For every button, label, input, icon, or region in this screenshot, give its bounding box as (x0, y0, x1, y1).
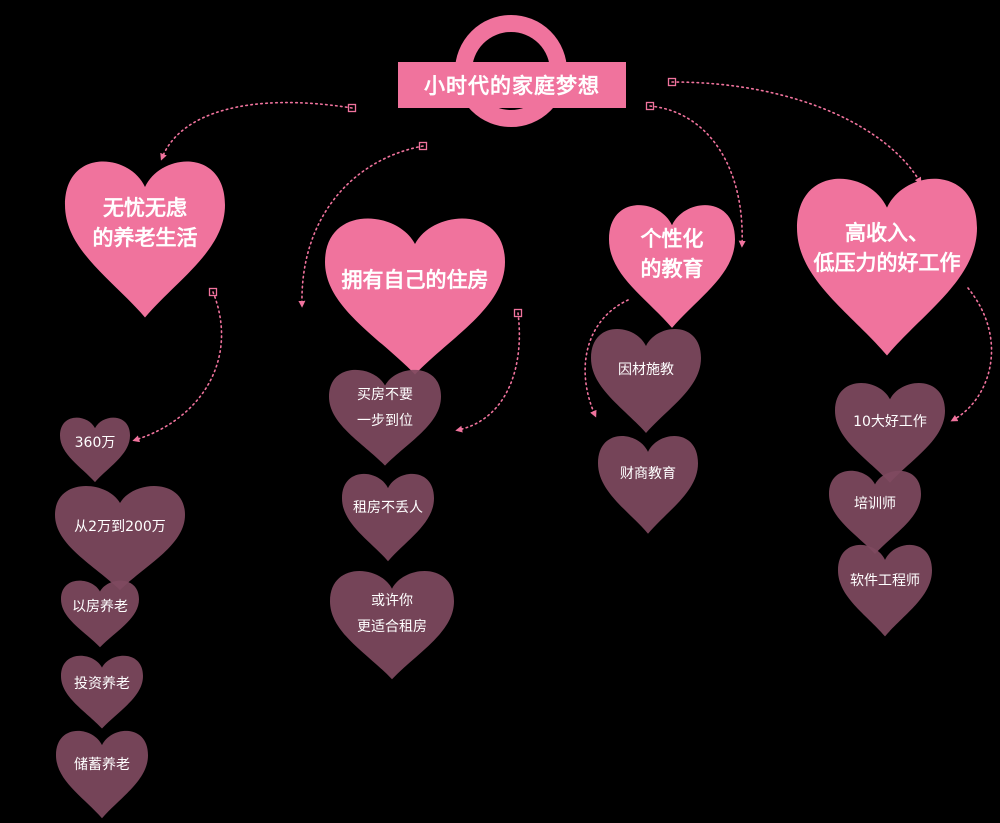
branch-heart-career (797, 178, 977, 356)
item-heart-career-3 (838, 544, 932, 637)
connector-arrow-3 (649, 105, 746, 248)
item-heart-career-2 (829, 470, 921, 554)
connector-node-1 (347, 103, 357, 113)
connector-arrow-2 (298, 145, 424, 308)
item-heart-housing-1 (329, 369, 441, 466)
connector-node-5 (208, 287, 218, 297)
connector-node-3 (645, 101, 655, 111)
item-heart-retirement-5 (56, 730, 148, 819)
branch-heart-retirement (65, 161, 225, 318)
connector-arrow-7 (584, 299, 629, 418)
item-heart-housing-3 (330, 571, 454, 680)
page-title: 小时代的家庭梦想 (398, 62, 626, 108)
connector-node-4 (667, 77, 677, 87)
item-heart-retirement-4 (61, 655, 143, 729)
connector-arrow-6 (455, 312, 521, 433)
branch-heart-housing (325, 218, 505, 375)
connector-arrow-5 (132, 291, 223, 443)
connector-node-2 (418, 141, 428, 151)
connector-arrow-4 (671, 81, 922, 185)
item-heart-education-1 (591, 328, 701, 434)
connector-node-6 (513, 308, 523, 318)
item-heart-retirement-1 (60, 417, 130, 483)
item-heart-housing-2 (342, 473, 434, 562)
connector-arrow-8 (950, 287, 993, 422)
item-heart-retirement-2 (55, 485, 185, 590)
branch-heart-education (609, 205, 735, 328)
item-heart-career-1 (835, 382, 945, 483)
item-heart-retirement-3 (61, 580, 139, 648)
item-heart-education-2 (598, 435, 698, 534)
connector-arrow-1 (160, 101, 353, 161)
